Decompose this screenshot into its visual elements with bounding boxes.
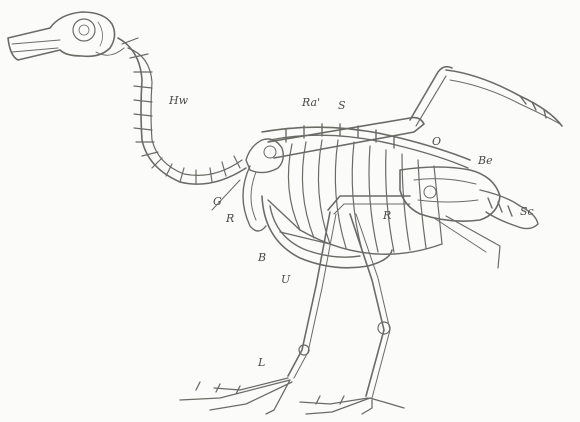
rib-cage	[288, 140, 442, 254]
legs	[288, 212, 390, 398]
label-ra: Ra'	[302, 97, 320, 108]
label-g: G	[213, 196, 222, 207]
wing	[268, 67, 562, 158]
label-o: O	[432, 136, 441, 147]
neck-vertebrae	[118, 38, 246, 184]
label-l: L	[258, 357, 265, 368]
label-b: B	[258, 252, 266, 263]
label-r-ribs: R	[383, 210, 391, 221]
label-r-shoulder: R	[226, 213, 234, 224]
femur	[328, 196, 410, 214]
label-s: S	[338, 100, 346, 111]
skull	[8, 12, 124, 60]
pelvis-and-tail	[400, 167, 538, 268]
feet	[180, 378, 404, 414]
label-hw: Hw	[169, 95, 188, 106]
label-u: U	[281, 274, 290, 285]
label-sc: Sc	[520, 206, 534, 217]
label-be: Be	[478, 155, 493, 166]
